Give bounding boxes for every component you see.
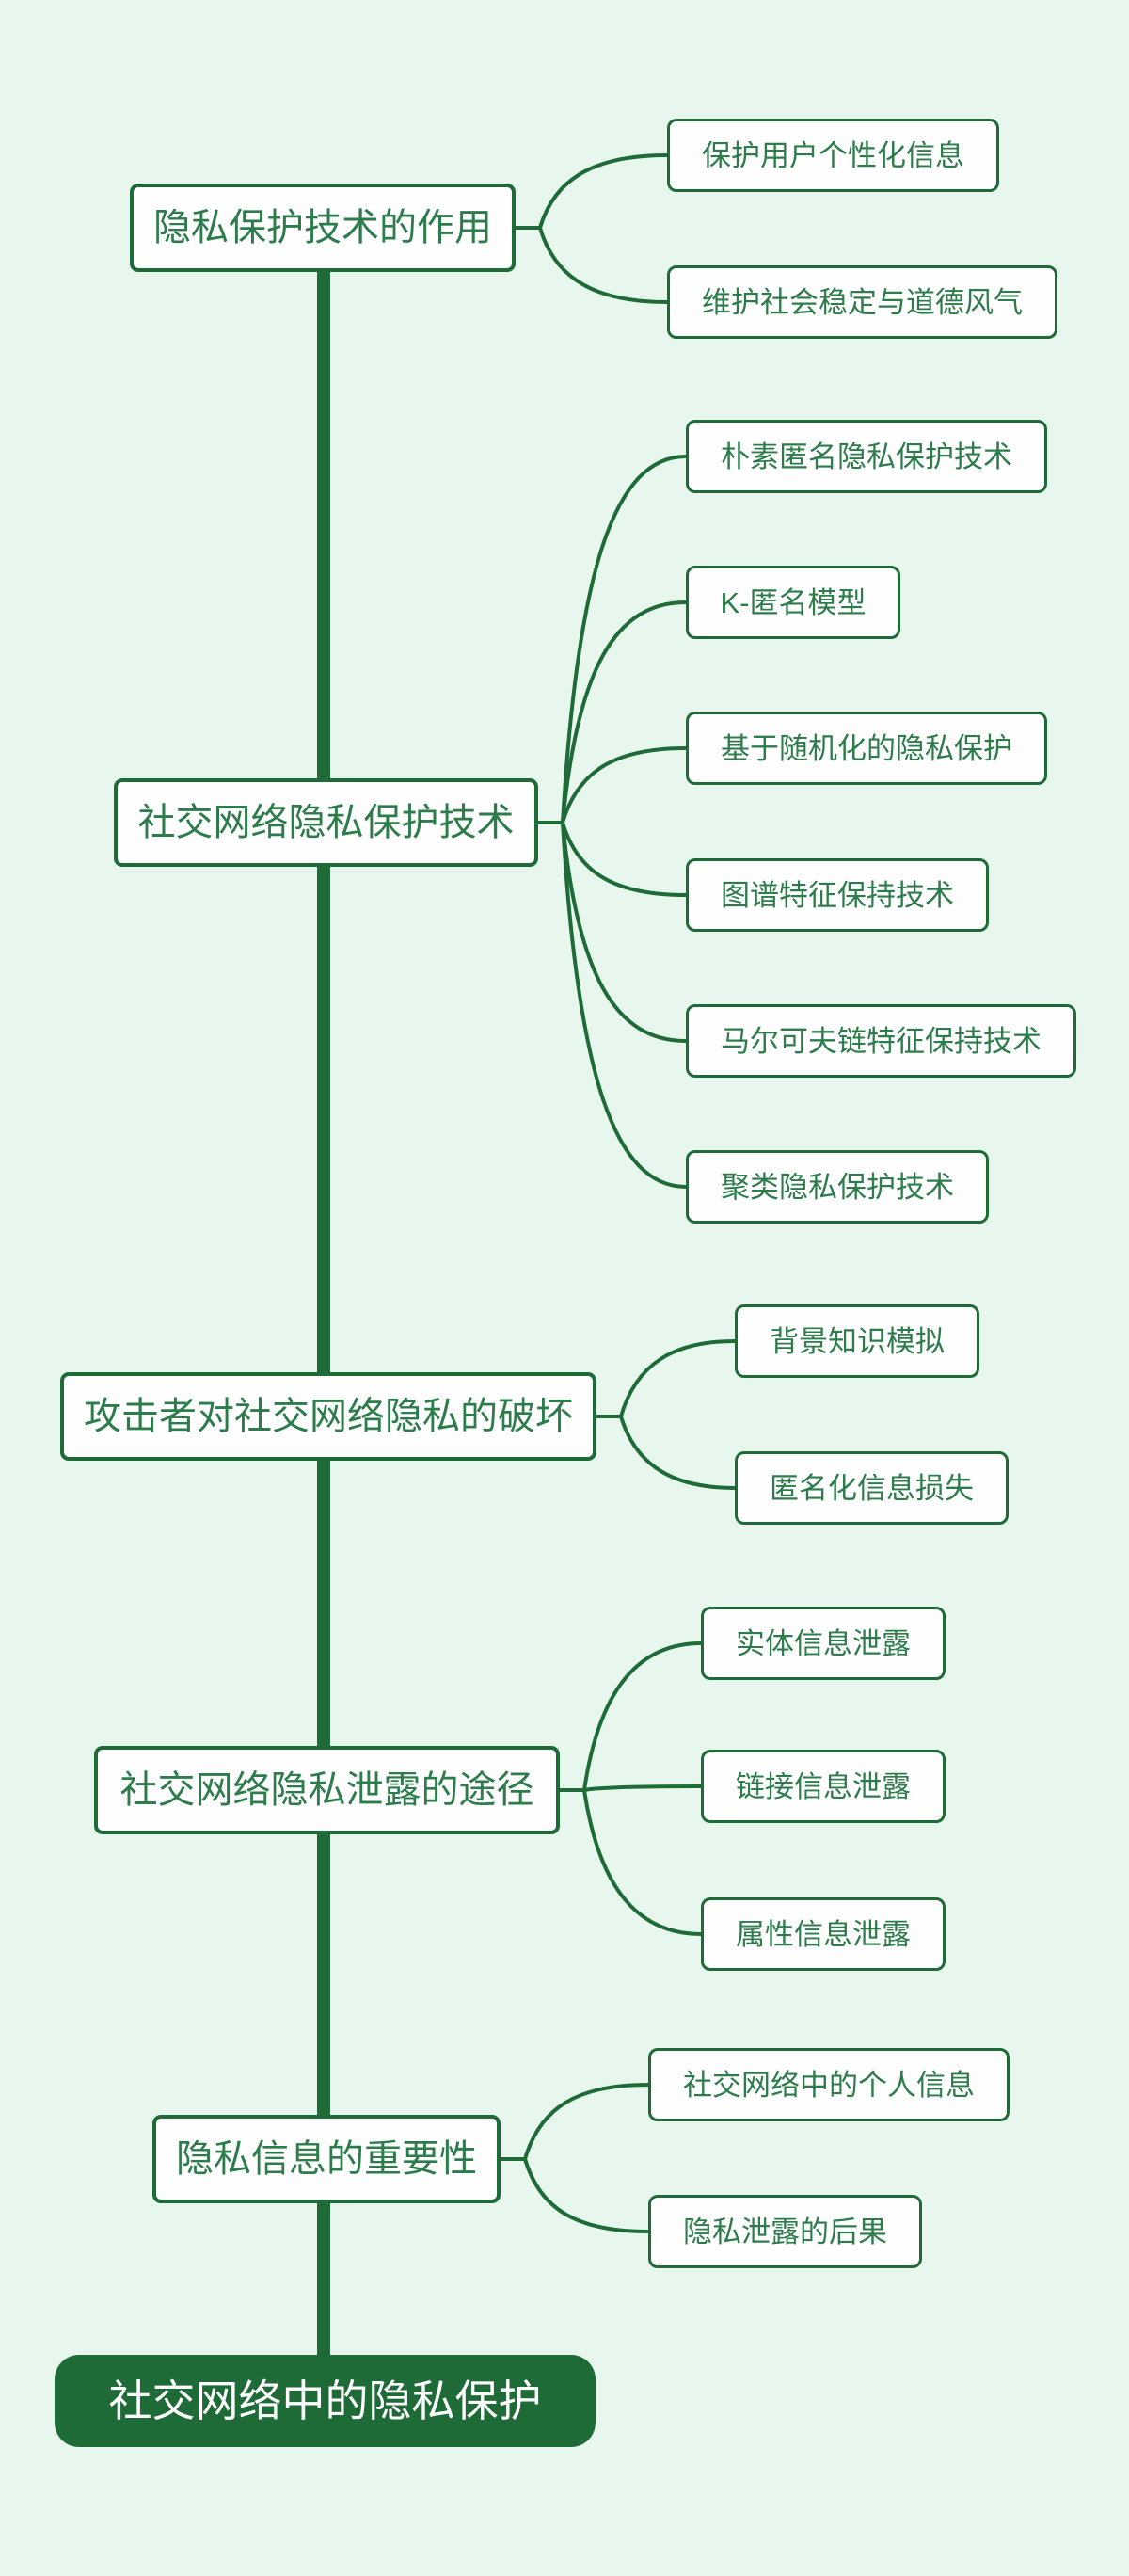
root-label: 社交网络中的隐私保护 bbox=[108, 2376, 542, 2425]
child-node-protect-personal-info[interactable]: 保护用户个性化信息 bbox=[667, 119, 999, 192]
child-label: 背景知识模拟 bbox=[770, 1324, 945, 1358]
child-node-attribute-leak[interactable]: 属性信息泄露 bbox=[701, 1897, 946, 1971]
child-label: 实体信息泄露 bbox=[736, 1626, 911, 1660]
child-node-background-knowledge[interactable]: 背景知识模拟 bbox=[735, 1304, 979, 1378]
connector bbox=[538, 153, 669, 230]
child-label: 朴素匿名隐私保护技术 bbox=[721, 440, 1012, 473]
child-label: 图谱特征保持技术 bbox=[721, 878, 954, 912]
connector bbox=[523, 2083, 650, 2161]
root-node-social-network-privacy[interactable]: 社交网络中的隐私保护 bbox=[55, 2355, 596, 2447]
topic-node-privacy-importance[interactable]: 隐私信息的重要性 bbox=[152, 2115, 501, 2203]
connector bbox=[538, 226, 669, 304]
connector bbox=[561, 821, 688, 897]
topic-node-privacy-tech-role[interactable]: 隐私保护技术的作用 bbox=[130, 184, 516, 272]
child-node-social-stability[interactable]: 维护社会稳定与道德风气 bbox=[667, 265, 1057, 339]
topic-node-attacker-damage[interactable]: 攻击者对社交网络隐私的破坏 bbox=[60, 1372, 596, 1461]
connector bbox=[561, 600, 688, 824]
child-node-naive-anonymity[interactable]: 朴素匿名隐私保护技术 bbox=[686, 420, 1047, 493]
connector bbox=[582, 1641, 703, 1792]
child-label: 维护社会稳定与道德风气 bbox=[702, 285, 1023, 319]
connector bbox=[582, 1788, 703, 1936]
child-label: 聚类隐私保护技术 bbox=[721, 1170, 954, 1204]
topic-label: 社交网络隐私泄露的途径 bbox=[119, 1769, 534, 1811]
connector bbox=[523, 2157, 650, 2233]
child-label: 隐私泄露的后果 bbox=[683, 2215, 887, 2248]
child-node-leak-consequences[interactable]: 隐私泄露的后果 bbox=[648, 2195, 922, 2268]
child-label: 基于随机化的隐私保护 bbox=[721, 731, 1012, 765]
child-label: 链接信息泄露 bbox=[736, 1769, 911, 1803]
branch-connectors bbox=[499, 153, 737, 2233]
topic-node-leakage-paths[interactable]: 社交网络隐私泄露的途径 bbox=[94, 1746, 560, 1834]
topic-node-protection-techniques[interactable]: 社交网络隐私保护技术 bbox=[114, 778, 538, 867]
connector bbox=[619, 1415, 737, 1490]
connector bbox=[561, 746, 688, 824]
topic-label: 社交网络隐私保护技术 bbox=[137, 802, 515, 843]
child-node-markov-chain[interactable]: 马尔可夫链特征保持技术 bbox=[686, 1004, 1076, 1078]
child-label: 马尔可夫链特征保持技术 bbox=[721, 1024, 1042, 1058]
connector bbox=[582, 1784, 703, 1792]
child-node-entity-leak[interactable]: 实体信息泄露 bbox=[701, 1607, 946, 1680]
child-label: K-匿名模型 bbox=[720, 585, 867, 619]
child-label: 保护用户个性化信息 bbox=[702, 138, 964, 172]
child-node-graph-feature[interactable]: 图谱特征保持技术 bbox=[686, 858, 989, 932]
topic-label: 攻击者对社交网络隐私的破坏 bbox=[84, 1396, 573, 1437]
topic-label: 隐私保护技术的作用 bbox=[153, 207, 492, 248]
child-node-link-leak[interactable]: 链接信息泄露 bbox=[701, 1750, 946, 1823]
child-node-k-anonymity[interactable]: K-匿名模型 bbox=[686, 566, 900, 639]
child-label: 社交网络中的个人信息 bbox=[683, 2068, 975, 2102]
child-label: 匿名化信息损失 bbox=[770, 1471, 974, 1505]
connector bbox=[561, 821, 688, 1189]
topic-label: 隐私信息的重要性 bbox=[176, 2138, 477, 2180]
connector bbox=[619, 1339, 737, 1418]
child-node-randomization[interactable]: 基于随机化的隐私保护 bbox=[686, 712, 1047, 785]
connector bbox=[561, 455, 688, 824]
child-label: 属性信息泄露 bbox=[736, 1917, 911, 1951]
child-node-personal-info-in-sns[interactable]: 社交网络中的个人信息 bbox=[648, 2048, 1010, 2121]
child-node-clustering[interactable]: 聚类隐私保护技术 bbox=[686, 1150, 989, 1224]
child-node-anonymization-loss[interactable]: 匿名化信息损失 bbox=[735, 1451, 1009, 1525]
connector bbox=[561, 821, 688, 1043]
